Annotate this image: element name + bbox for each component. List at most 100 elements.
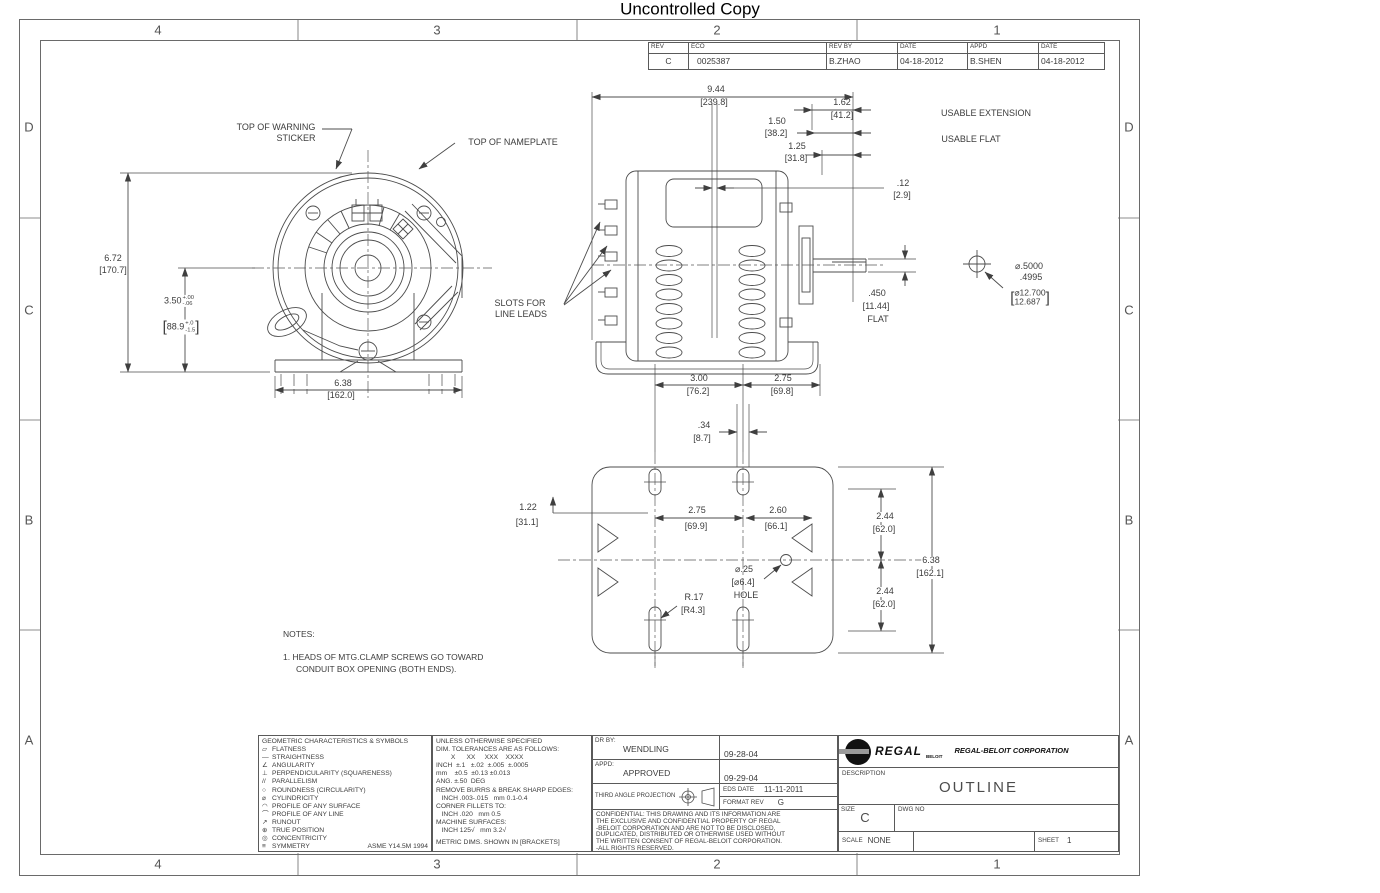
zone-row: A — [24, 732, 34, 748]
rev-header: ECO — [689, 43, 827, 53]
inner-border — [40, 40, 1120, 855]
geometric-symbols-block: GEOMETRIC CHARACTERISTICS & SYMBOLS ▱FLA… — [258, 735, 432, 852]
dim-672-in: 6.72 — [104, 253, 122, 264]
dim-350-mm: [88.9+.0-1.5] — [161, 318, 201, 336]
dim-162-mm: [41.2] — [830, 110, 854, 121]
note-line-1: 1. HEADS OF MTG.CLAMP SCREWS GO TOWARD — [283, 652, 484, 662]
dim-122-mm: [31.1] — [515, 517, 539, 528]
dim-260-in: 2.60 — [769, 505, 787, 516]
dim-125-mm: [31.8] — [784, 153, 808, 164]
dim-275-side-mm: [69.8] — [770, 386, 794, 397]
profile-line-icon: ⌒ — [262, 810, 269, 818]
sheet-cell: SHEET 1 — [1038, 836, 1072, 846]
eds-date: 11-11-2011 — [764, 784, 804, 794]
dim-r17-mm: [R4.3] — [680, 605, 706, 616]
geo-title: GEOMETRIC CHARACTERISTICS & SYMBOLS — [262, 738, 409, 745]
rev-value: 04-18-2012 — [1041, 56, 1085, 66]
label-top-of-nameplate: TOP OF NAMEPLATE — [468, 137, 558, 148]
tolerance-block: UNLESS OTHERWISE SPECIFIED DIM. TOLERANC… — [432, 735, 592, 852]
zone-col: 4 — [154, 856, 162, 872]
dim-r17-in: R.17 — [684, 592, 704, 603]
logo-row: REGAL BELOIT REGAL-BELOIT CORPORATION — [839, 736, 1118, 768]
dim-244-bottom-in: 2.44 — [875, 586, 895, 597]
dim-275-bottom-mm: [69.9] — [684, 521, 708, 532]
geo-item: ○ROUNDNESS (CIRCULARITY) — [262, 786, 366, 794]
projection-cell: THIRD ANGLE PROJECTION — [593, 784, 720, 809]
scale-sheet-row: SCALE NONE SHEET 1 — [839, 832, 1118, 851]
scale-cell: SCALE NONE — [839, 832, 914, 851]
zone-col: 1 — [993, 22, 1001, 38]
geo-item: ⌒PROFILE OF ANY LINE — [262, 810, 344, 818]
dim-944-mm: [239.8] — [700, 97, 728, 108]
dim-hole-label: HOLE — [733, 590, 759, 601]
symmetry-icon: ≡ — [262, 843, 266, 851]
rev-header: DATE — [1041, 43, 1058, 50]
title-block: REGAL BELOIT REGAL-BELOIT CORPORATION DE… — [838, 735, 1119, 852]
zone-row: B — [1124, 512, 1134, 528]
dim-275-side-in: 2.75 — [774, 373, 792, 384]
zone-col: 3 — [433, 22, 441, 38]
approval-block: DR BY: WENDLING 09-28-04 APPD: APPROVED … — [592, 735, 838, 852]
dim-hole-mm: [⌀6.4] — [731, 577, 755, 588]
dim-150-in: 1.50 — [768, 116, 786, 127]
dim-shaft-in1: ⌀.5000 — [1015, 261, 1043, 272]
dim-638-bottom-mm: [162.1] — [915, 568, 945, 579]
dim-034-mm: [8.7] — [693, 433, 711, 444]
dim-450-mm: [11.44] — [862, 301, 890, 312]
angularity-icon: ∠ — [262, 762, 268, 770]
revision-table: REV ECO REV BY DATE APPD DATE C 0025387 … — [648, 42, 1105, 70]
zone-col: 3 — [433, 856, 441, 872]
rev-header: DATE — [898, 43, 968, 53]
company-name: REGAL-BELOIT CORPORATION — [954, 746, 1069, 756]
logo-wordmark: REGAL — [875, 744, 922, 759]
dim-638-front-mm: [162.0] — [327, 390, 355, 401]
label-line-leads: LINE LEADS — [494, 309, 548, 320]
dim-012-mm: [2.9] — [893, 190, 911, 201]
dim-672-mm: [170.7] — [99, 265, 127, 276]
scale-spacer-cell — [914, 832, 1035, 851]
geo-item: ⊕TRUE POSITION — [262, 827, 325, 835]
rev-value: 0025387 — [689, 54, 827, 69]
zone-row: C — [24, 302, 34, 318]
label-warning-sticker: TOP OF WARNING — [236, 122, 316, 133]
outer-border — [19, 19, 1140, 876]
geo-item: —STRAIGHTNESS — [262, 754, 325, 762]
approved-cell: APPD: APPROVED — [593, 760, 720, 783]
profile-surface-icon: ◠ — [262, 802, 268, 810]
confidential-notice: CONFIDENTIAL: THIS DRAWING AND ITS INFOR… — [596, 811, 786, 852]
zone-row: D — [1124, 119, 1134, 135]
approved-name: APPROVED — [623, 768, 671, 779]
roundness-icon: ○ — [262, 786, 267, 794]
parallelism-icon: // — [262, 778, 266, 786]
sheet-value: 1 — [1067, 836, 1072, 846]
dim-shaft-in2: .4995 — [1019, 272, 1043, 283]
watermark-title: Uncontrolled Copy — [620, 0, 760, 19]
geo-item: ◠PROFILE OF ANY SURFACE — [262, 802, 361, 810]
zone-col: 1 — [993, 856, 1001, 872]
label-usable-flat: USABLE FLAT — [941, 134, 1001, 145]
dim-260-mm: [66.1] — [764, 521, 788, 532]
zone-col: 4 — [154, 22, 162, 38]
approved-date: 09-29-04 — [724, 772, 759, 783]
drawing-description: OUTLINE — [938, 778, 1019, 796]
drawn-by-name: WENDLING — [623, 744, 669, 755]
geo-item: ⌀CYLINDRICITY — [262, 794, 319, 802]
dim-012-in: .12 — [896, 178, 910, 189]
geo-standard: ASME Y14.5M 1994 — [367, 843, 428, 851]
regal-logo-icon — [839, 738, 871, 765]
rev-value: B.ZHAO — [827, 54, 898, 69]
label-slots-for: SLOTS FOR — [494, 298, 546, 309]
dim-450-in: .450 — [868, 288, 886, 299]
drawn-date: 09-28-04 — [724, 748, 759, 759]
rev-value: B.SHEN — [968, 54, 1039, 69]
size-dwg-row: SIZE C DWG NO — [839, 805, 1118, 832]
dim-hole-in: ⌀.25 — [735, 564, 753, 575]
geo-item: ↗RUNOUT — [262, 818, 301, 826]
dim-150-mm: [38.2] — [764, 128, 788, 139]
dim-450-flat: FLAT — [867, 314, 889, 325]
zone-row: B — [24, 512, 34, 528]
description-row: DESCRIPTION OUTLINE — [839, 768, 1118, 805]
rev-value: C — [649, 54, 689, 69]
zone-row: A — [1124, 732, 1134, 748]
geo-item: ∠ANGULARITY — [262, 762, 315, 770]
